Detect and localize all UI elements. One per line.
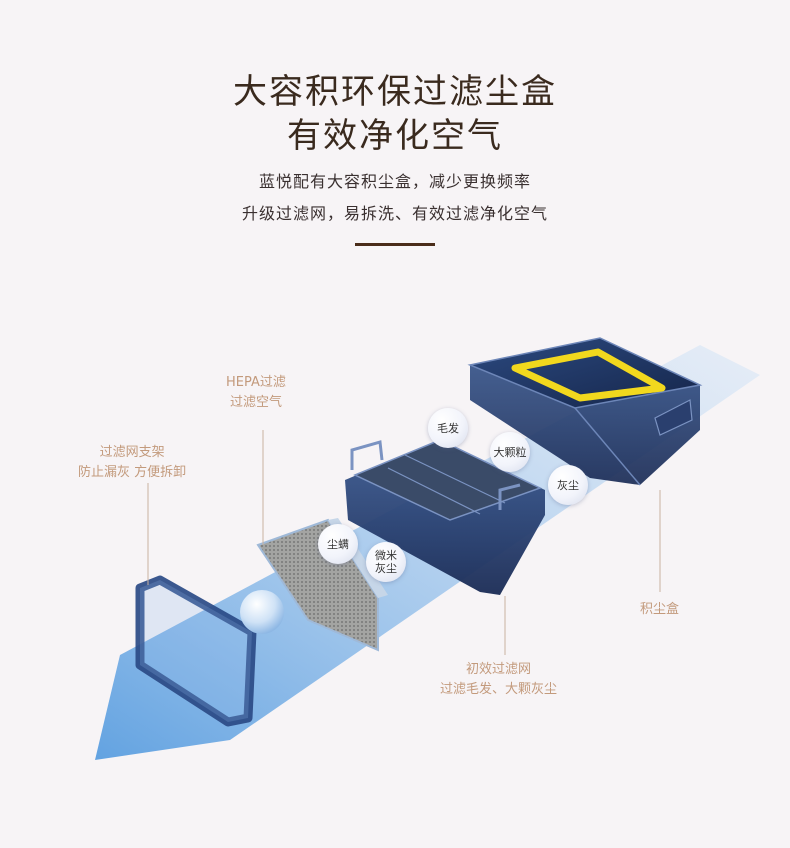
primary-filter-part	[345, 439, 545, 595]
label-dustbox: 积尘盒	[640, 602, 680, 617]
label-primary-filter: 初效过滤网 过滤毛发、大颗灰尘	[440, 662, 558, 697]
label-filter-frame: 过滤网支架 防止漏灰 方便拆卸	[78, 445, 187, 480]
description-line-2: 升级过滤网，易拆洗、有效过滤净化空气	[241, 204, 548, 223]
header: 大容积环保过滤尘盒 有效净化空气 蓝悦配有大容积尘盒，减少更换频率 升级过滤网，…	[0, 70, 790, 230]
description: 蓝悦配有大容积尘盒，减少更换频率 升级过滤网，易拆洗、有效过滤净化空气	[0, 166, 790, 230]
bubble-dust: 灰尘	[548, 465, 588, 505]
airflow-orb	[240, 590, 284, 634]
description-line-1: 蓝悦配有大容积尘盒，减少更换频率	[258, 172, 531, 191]
bubble-hair: 毛发	[428, 408, 468, 448]
title-divider	[355, 243, 435, 246]
filter-frame-part	[135, 575, 257, 727]
title-line-2: 有效净化空气	[287, 116, 503, 156]
dustbox-part	[467, 337, 703, 486]
bubble-large-particles: 大颗粒	[490, 432, 530, 472]
bubble-micro-dust: 微米 灰尘	[366, 542, 406, 582]
title-line-1: 大容积环保过滤尘盒	[233, 72, 557, 112]
bubble-mites: 尘螨	[318, 524, 358, 564]
label-hepa: HEPA过滤 过滤空气	[226, 375, 286, 410]
